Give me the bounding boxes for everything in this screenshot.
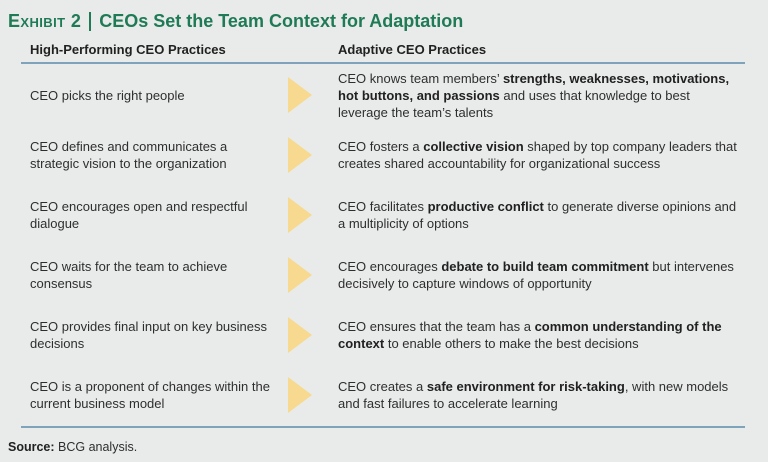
right-triangle-icon <box>288 77 312 113</box>
source-note: Source: BCG analysis. <box>0 428 768 454</box>
column-header-adaptive: Adaptive CEO Practices <box>338 42 487 57</box>
arrow-cell <box>280 137 338 173</box>
arrow-cell <box>280 257 338 293</box>
table-row: CEO encourages open and respectful dialo… <box>30 185 742 245</box>
adaptive-practice-cell: CEO creates a safe environment for risk-… <box>338 379 729 411</box>
page-title: CEOs Set the Team Context for Adaptation <box>99 11 464 31</box>
high-performing-practice-cell: CEO encourages open and respectful dialo… <box>30 199 248 231</box>
arrow-cell <box>280 197 338 233</box>
table-row: CEO is a proponent of changes within the… <box>30 365 742 425</box>
table-row: CEO provides final input on key business… <box>30 305 742 365</box>
table-row: CEO defines and communicates a strategic… <box>30 125 742 185</box>
right-triangle-icon <box>288 377 312 413</box>
table-row: CEO picks the right people CEO knows team… <box>30 65 742 125</box>
high-performing-practice-cell: CEO waits for the team to achieve consen… <box>30 259 228 291</box>
title-separator <box>89 11 92 31</box>
footer-rule <box>21 426 745 428</box>
table-row: CEO waits for the team to achieve consen… <box>30 245 742 305</box>
right-triangle-icon <box>288 317 312 353</box>
adaptive-practice-cell: CEO facilitates productive conflict to g… <box>338 199 737 231</box>
header-rule <box>21 62 745 64</box>
high-performing-practice-cell: CEO defines and communicates a strategic… <box>30 139 228 171</box>
source-label: Source: <box>8 440 55 454</box>
exhibit-label: Exhibit 2 <box>8 11 82 31</box>
right-triangle-icon <box>288 137 312 173</box>
adaptive-practice-cell: CEO fosters a collective vision shaped b… <box>338 139 737 171</box>
high-performing-practice-cell: CEO provides final input on key business… <box>30 319 268 351</box>
high-performing-practice-cell: CEO picks the right people <box>30 87 185 103</box>
adaptive-practice-cell: CEO encourages debate to build team comm… <box>338 259 734 291</box>
column-headers: High-Performing CEO Practices Adaptive C… <box>0 42 768 57</box>
right-triangle-icon <box>288 197 312 233</box>
high-performing-practice-cell: CEO is a proponent of changes within the… <box>30 379 270 411</box>
arrow-cell <box>280 317 338 353</box>
arrow-cell <box>280 377 338 413</box>
source-text: BCG analysis. <box>54 440 138 454</box>
column-header-high-performing: High-Performing CEO Practices <box>30 42 226 57</box>
practices-table: CEO picks the right people CEO knows team… <box>0 64 768 425</box>
arrow-cell <box>280 77 338 113</box>
exhibit-title: Exhibit 2 CEOs Set the Team Context for … <box>0 0 768 33</box>
adaptive-practice-cell: CEO ensures that the team has a common u… <box>338 319 722 351</box>
adaptive-practice-cell: CEO knows team members’ strengths, weakn… <box>338 70 730 120</box>
right-triangle-icon <box>288 257 312 293</box>
